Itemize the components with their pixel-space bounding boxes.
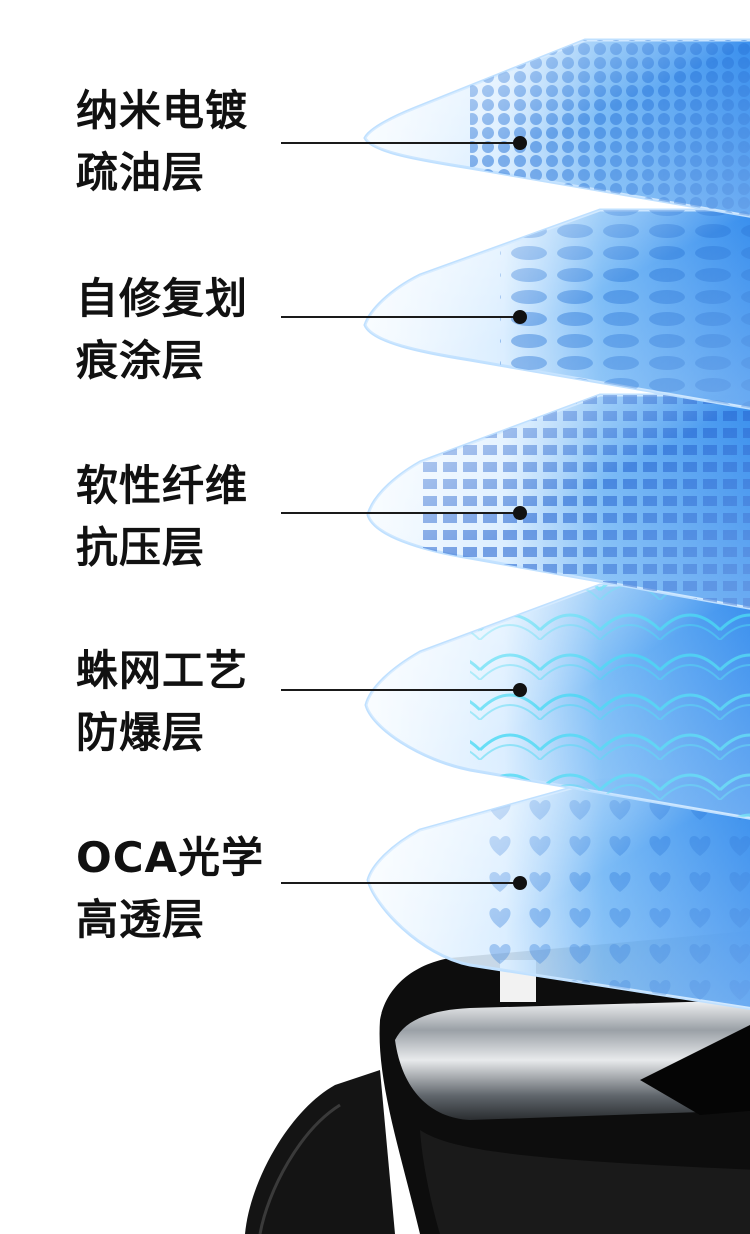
leader-dot — [513, 310, 527, 324]
layer-label-line1: 蛛网工艺 — [76, 646, 249, 695]
layer-label-oca: OCA光学 高透层 — [76, 827, 276, 951]
layer-label-line1: 自修复划 — [76, 274, 249, 323]
layer-label-line2: 疏油层 — [76, 148, 206, 197]
layer-label-spiderweb: 蛛网工艺 防爆层 — [76, 640, 276, 764]
layer-label-self-repair: 自修复划 痕涂层 — [76, 268, 276, 392]
self-repair-layer-graphic — [363, 208, 750, 410]
leader-line — [281, 689, 521, 691]
layer-label-line2: 高透层 — [76, 895, 206, 944]
layer-label-line2: 抗压层 — [76, 523, 206, 572]
nano-coating-layer-graphic — [363, 38, 750, 218]
oca-layer-graphic — [366, 778, 750, 1010]
leader-line — [281, 512, 521, 514]
leader-line — [281, 316, 521, 318]
layer-label-line1: 纳米电镀 — [76, 86, 249, 135]
leader-dot — [513, 506, 527, 520]
layer-label-nano-coating: 纳米电镀 疏油层 — [76, 80, 276, 204]
watch-graphic — [245, 930, 750, 1234]
layer-label-fiber: 软性纤维 抗压层 — [76, 455, 276, 579]
layer-label-line2: 痕涂层 — [76, 336, 206, 385]
watch-strap — [245, 1070, 395, 1234]
spiderweb-layer-graphic — [364, 583, 750, 820]
leader-dot — [513, 136, 527, 150]
layer-label-line1: OCA光学 — [76, 833, 265, 882]
layer-label-line1: 软性纤维 — [76, 461, 249, 510]
leader-dot — [513, 683, 527, 697]
layer-label-line2: 防爆层 — [76, 708, 206, 757]
leader-line — [281, 882, 521, 884]
leader-dot — [513, 876, 527, 890]
leader-line — [281, 142, 521, 144]
fiber-layer-graphic — [366, 393, 750, 610]
